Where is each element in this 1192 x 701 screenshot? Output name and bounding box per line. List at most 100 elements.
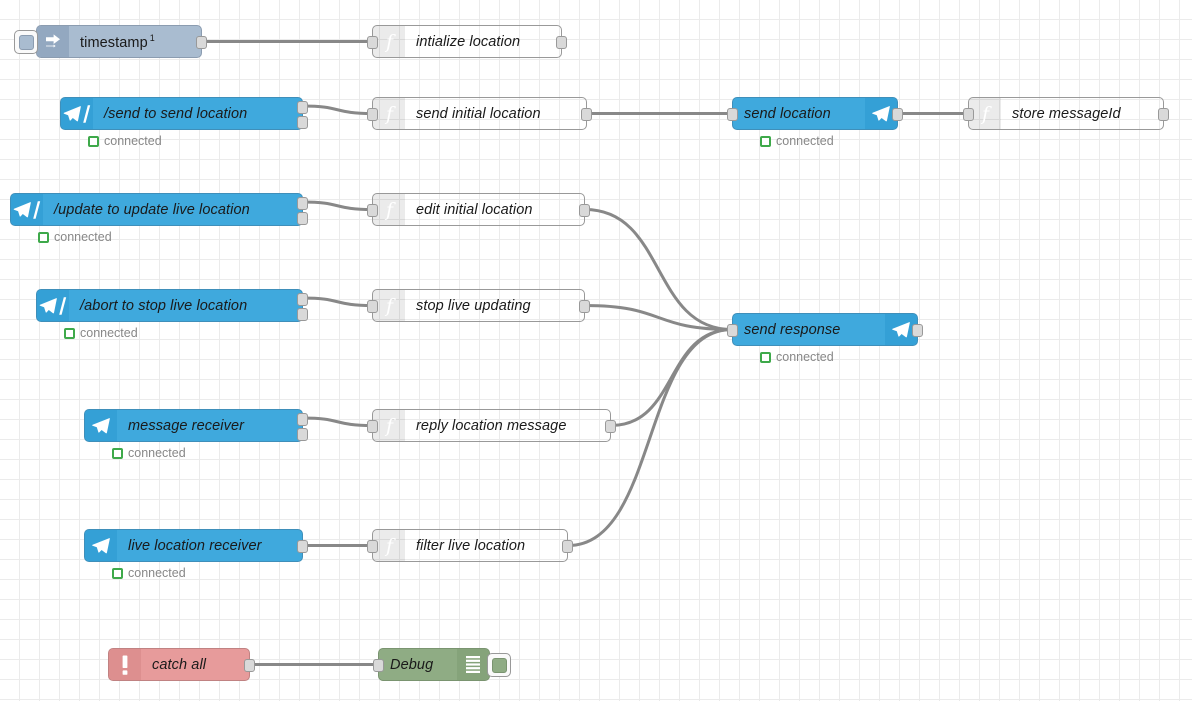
- output-port[interactable]: [579, 300, 590, 313]
- svg-text:f: f: [979, 103, 991, 124]
- node-catch-all[interactable]: catch all: [108, 648, 255, 681]
- node-cmd-send[interactable]: /send to send location: [60, 97, 308, 130]
- wire-cmd-send-to-send-initial-location[interactable]: [301, 104, 374, 115]
- svg-text:f: f: [383, 415, 395, 436]
- output-port[interactable]: [297, 292, 308, 306]
- wire-message-receiver-to-reply-location-message[interactable]: [301, 416, 374, 427]
- wire-stop-live-updating-to-send-response[interactable]: [583, 304, 734, 331]
- output-port[interactable]: [605, 420, 616, 433]
- debug-toggle-button[interactable]: [487, 653, 511, 677]
- status-label: connected: [104, 134, 162, 148]
- inject-button-swatch: [18, 34, 34, 50]
- inject-arrow-icon: [37, 26, 69, 57]
- output-port[interactable]: [297, 115, 308, 129]
- node-cmd-abort[interactable]: /abort to stop live location: [36, 289, 308, 322]
- function-f-icon: f: [373, 290, 405, 321]
- output-port[interactable]: [297, 412, 308, 426]
- node-status-cmd-update: connected: [38, 230, 112, 244]
- node-filter-live-location[interactable]: f filter live location: [367, 529, 573, 562]
- wire-cmd-abort-to-stop-live-updating[interactable]: [301, 296, 374, 307]
- output-port[interactable]: [297, 427, 308, 441]
- output-port[interactable]: [1158, 108, 1169, 121]
- input-port[interactable]: [727, 324, 738, 337]
- node-live-location-receiver[interactable]: live location receiver: [84, 529, 308, 562]
- node-label: send response: [744, 321, 841, 338]
- node-body: /send to send location: [93, 98, 302, 129]
- input-port[interactable]: [367, 420, 378, 433]
- output-port[interactable]: [912, 324, 923, 337]
- svg-text:f: f: [383, 535, 395, 556]
- node-label: filter live location: [416, 537, 526, 554]
- node-label: /abort to stop live location: [80, 297, 248, 314]
- output-port[interactable]: [581, 108, 592, 121]
- telegram-command-icon: [61, 98, 93, 129]
- output-port[interactable]: [297, 307, 308, 321]
- node-status-cmd-send: connected: [88, 134, 162, 148]
- output-port[interactable]: [556, 36, 567, 49]
- node-body: edit initial location: [405, 194, 584, 225]
- output-port[interactable]: [579, 204, 590, 217]
- status-ok-icon: [88, 135, 99, 147]
- debug-lines-icon: [457, 649, 489, 680]
- input-port[interactable]: [727, 108, 738, 121]
- node-reply-location-message[interactable]: f reply location message: [367, 409, 616, 442]
- input-port[interactable]: [367, 540, 378, 553]
- input-port[interactable]: [367, 300, 378, 313]
- wire-edit-initial-location-to-send-response[interactable]: [583, 208, 734, 331]
- node-body: send initial location: [405, 98, 586, 129]
- telegram-send-icon: [885, 314, 917, 345]
- node-body: filter live location: [405, 530, 567, 561]
- input-port[interactable]: [373, 659, 384, 672]
- function-f-icon: f: [373, 530, 405, 561]
- node-send-initial-location[interactable]: f send initial location: [367, 97, 592, 130]
- function-f-icon: f: [969, 98, 1001, 129]
- node-status-message-receiver: connected: [112, 446, 186, 460]
- node-body: live location receiver: [117, 530, 302, 561]
- node-cmd-update[interactable]: /update to update live location: [10, 193, 308, 226]
- telegram-command-icon: [11, 194, 43, 225]
- output-port[interactable]: [297, 196, 308, 210]
- wire-reply-location-message-to-send-response[interactable]: [609, 328, 734, 427]
- inject-trigger-button[interactable]: [14, 30, 38, 54]
- svg-text:f: f: [383, 295, 395, 316]
- output-port[interactable]: [297, 100, 308, 114]
- node-label: edit initial location: [416, 201, 533, 218]
- status-label: connected: [776, 134, 834, 148]
- node-label: catch all: [152, 656, 207, 673]
- wire-cmd-update-to-edit-initial-location[interactable]: [301, 200, 374, 211]
- output-port[interactable]: [297, 211, 308, 225]
- output-port[interactable]: [562, 540, 573, 553]
- status-label: connected: [776, 350, 834, 364]
- input-port[interactable]: [367, 108, 378, 121]
- svg-text:f: f: [383, 103, 395, 124]
- status-ok-icon: [64, 327, 75, 339]
- node-debug[interactable]: Debug: [373, 648, 511, 681]
- input-port[interactable]: [367, 204, 378, 217]
- output-port[interactable]: [244, 659, 255, 672]
- output-port[interactable]: [196, 36, 207, 49]
- svg-text:f: f: [383, 199, 395, 220]
- node-body: send response: [733, 314, 885, 345]
- input-port[interactable]: [963, 108, 974, 121]
- node-label: send initial location: [416, 105, 541, 122]
- node-send-response[interactable]: send response: [727, 313, 923, 346]
- node-body: reply location message: [405, 410, 610, 441]
- node-status-send-location: connected: [760, 134, 834, 148]
- output-port[interactable]: [892, 108, 903, 121]
- node-message-receiver[interactable]: message receiver: [84, 409, 308, 442]
- svg-text:f: f: [383, 31, 395, 52]
- node-send-location[interactable]: send location: [727, 97, 903, 130]
- input-port[interactable]: [367, 36, 378, 49]
- node-edit-initial-location[interactable]: f edit initial location: [367, 193, 590, 226]
- output-port[interactable]: [297, 540, 308, 553]
- status-ok-icon: [760, 351, 771, 363]
- node-label: /update to update live location: [54, 201, 250, 218]
- status-ok-icon: [38, 231, 49, 243]
